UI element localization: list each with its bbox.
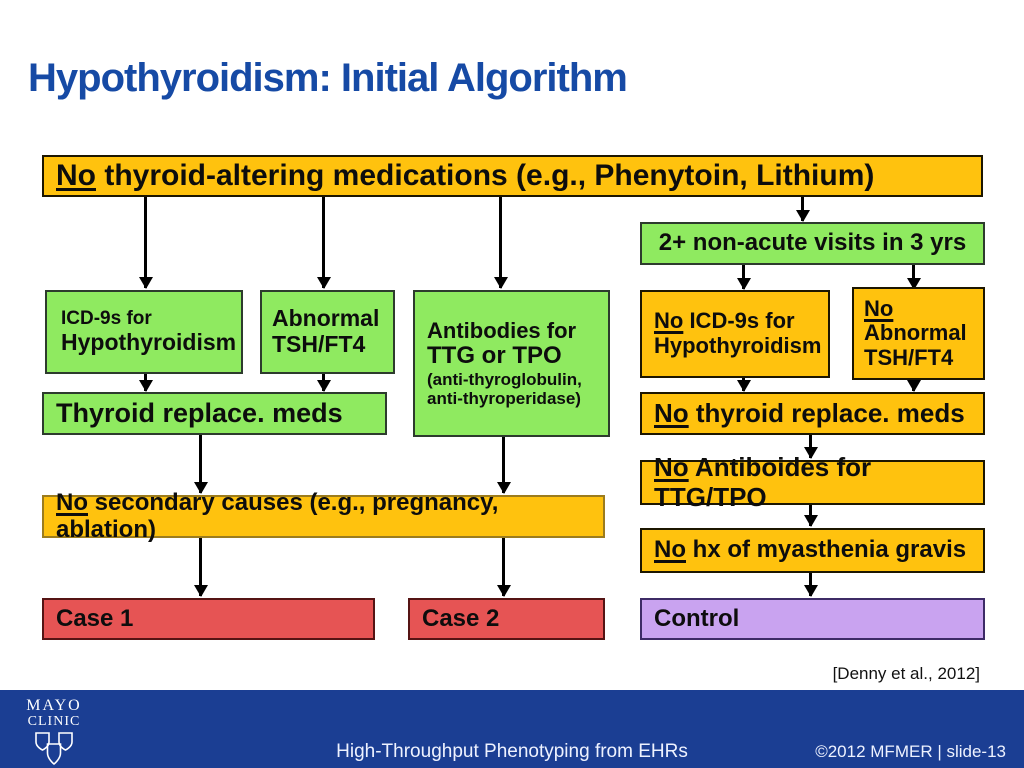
- arrow: [809, 573, 812, 596]
- flow-box-text: Hypothyroidism: [61, 328, 237, 355]
- page-title: Hypothyroidism: Initial Algorithm: [28, 56, 628, 100]
- citation: [Denny et al., 2012]: [832, 664, 980, 683]
- flow-box-no-thyroid-meds: No thyroid replace. meds: [640, 392, 985, 435]
- flow-box-case1: Case 1: [42, 598, 375, 640]
- arrow: [912, 380, 915, 391]
- flow-box-no-abnormal-tsh: No Abnormal TSH/FT4: [852, 287, 985, 380]
- mayo-clinic-logo: MAYO CLINIC: [16, 697, 92, 768]
- flow-box-text: TTG or TPO: [427, 342, 562, 370]
- arrow: [322, 374, 325, 391]
- flow-box-text: No thyroid replace. meds: [654, 397, 965, 428]
- arrow: [742, 378, 745, 391]
- mayo-shields-icon: [35, 732, 73, 766]
- flow-box-text: Abnormal: [864, 320, 967, 346]
- flow-box-text: No Antiboides for TTG/TPO: [654, 452, 872, 512]
- flow-box-visits: 2+ non-acute visits in 3 yrs: [640, 222, 985, 265]
- flow-box-antibodies: Antibodies for TTG or TPO (anti-thyroglo…: [413, 290, 610, 437]
- flow-box-text: Control: [654, 604, 740, 632]
- arrow: [502, 538, 505, 596]
- logo-text: CLINIC: [27, 713, 81, 729]
- arrow: [502, 437, 505, 493]
- logo-text: MAYO: [26, 697, 82, 714]
- flow-box-text: Thyroid replace. meds: [56, 398, 343, 429]
- flow-box-text: Hypothyroidism: [654, 333, 822, 358]
- flow-box-text: Case 2: [422, 604, 500, 632]
- flow-box-no-hx-myasthenia: No hx of myasthenia gravis: [640, 528, 985, 573]
- flow-box-no-secondary-causes: No secondary causes (e.g., pregnancy, ab…: [42, 489, 605, 542]
- flow-box-no-icd9: No ICD-9s for Hypothyroidism: [640, 290, 830, 378]
- arrow: [199, 538, 202, 596]
- arrow: [801, 197, 804, 221]
- flow-box-text: 2+ non-acute visits in 3 yrs: [658, 229, 967, 257]
- footer-bar: MAYO CLINIC High-Throughput Phenotyping …: [0, 690, 1024, 768]
- footer-title: High-Throughput Phenotyping from EHRs: [336, 741, 688, 762]
- arrow: [742, 265, 745, 289]
- arrow: [144, 197, 147, 288]
- arrow: [809, 505, 812, 526]
- flow-box-text: No hx of myasthenia gravis: [654, 536, 967, 564]
- arrow: [499, 197, 502, 288]
- flow-box-text: TSH/FT4: [864, 344, 954, 370]
- flow-box-text: No secondary causes (e.g., pregnancy, ab…: [56, 488, 499, 543]
- arrow: [144, 374, 147, 391]
- flow-box-text: No thyroid-altering medications (e.g., P…: [56, 159, 875, 193]
- flow-box-abnormal-tsh: Abnormal TSH/FT4: [260, 290, 395, 374]
- flow-box-text: Antibodies for: [427, 317, 577, 343]
- flow-box-text: (anti-thyroglobulin,: [427, 370, 582, 390]
- flow-box-text: No ICD-9s for: [654, 308, 795, 334]
- flow-box-case2: Case 2: [408, 598, 605, 640]
- flow-box-control: Control: [640, 598, 985, 640]
- arrow: [199, 435, 202, 493]
- flow-box-text: ICD-9s for: [61, 308, 152, 330]
- flow-box-text: No: [864, 295, 894, 321]
- flow-box-text: Case 1: [56, 604, 134, 632]
- flow-box-no-antibodies: No Antiboides for TTG/TPO: [640, 453, 985, 511]
- flow-box-icd9: ICD-9s for Hypothyroidism: [45, 290, 243, 374]
- flow-box-thyroid-meds: Thyroid replace. meds: [42, 392, 387, 435]
- footer-copyright: ©2012 MFMER | slide-13: [815, 742, 1006, 761]
- flow-box-no-thyroid-altering-meds: No thyroid-altering medications (e.g., P…: [42, 155, 983, 197]
- flow-box-text: TSH/FT4: [272, 331, 366, 357]
- flow-box-text: anti-thyroperidase): [427, 389, 581, 409]
- arrow: [912, 265, 915, 289]
- arrow: [809, 435, 812, 458]
- arrow: [322, 197, 325, 288]
- flow-box-text: Abnormal: [272, 305, 380, 332]
